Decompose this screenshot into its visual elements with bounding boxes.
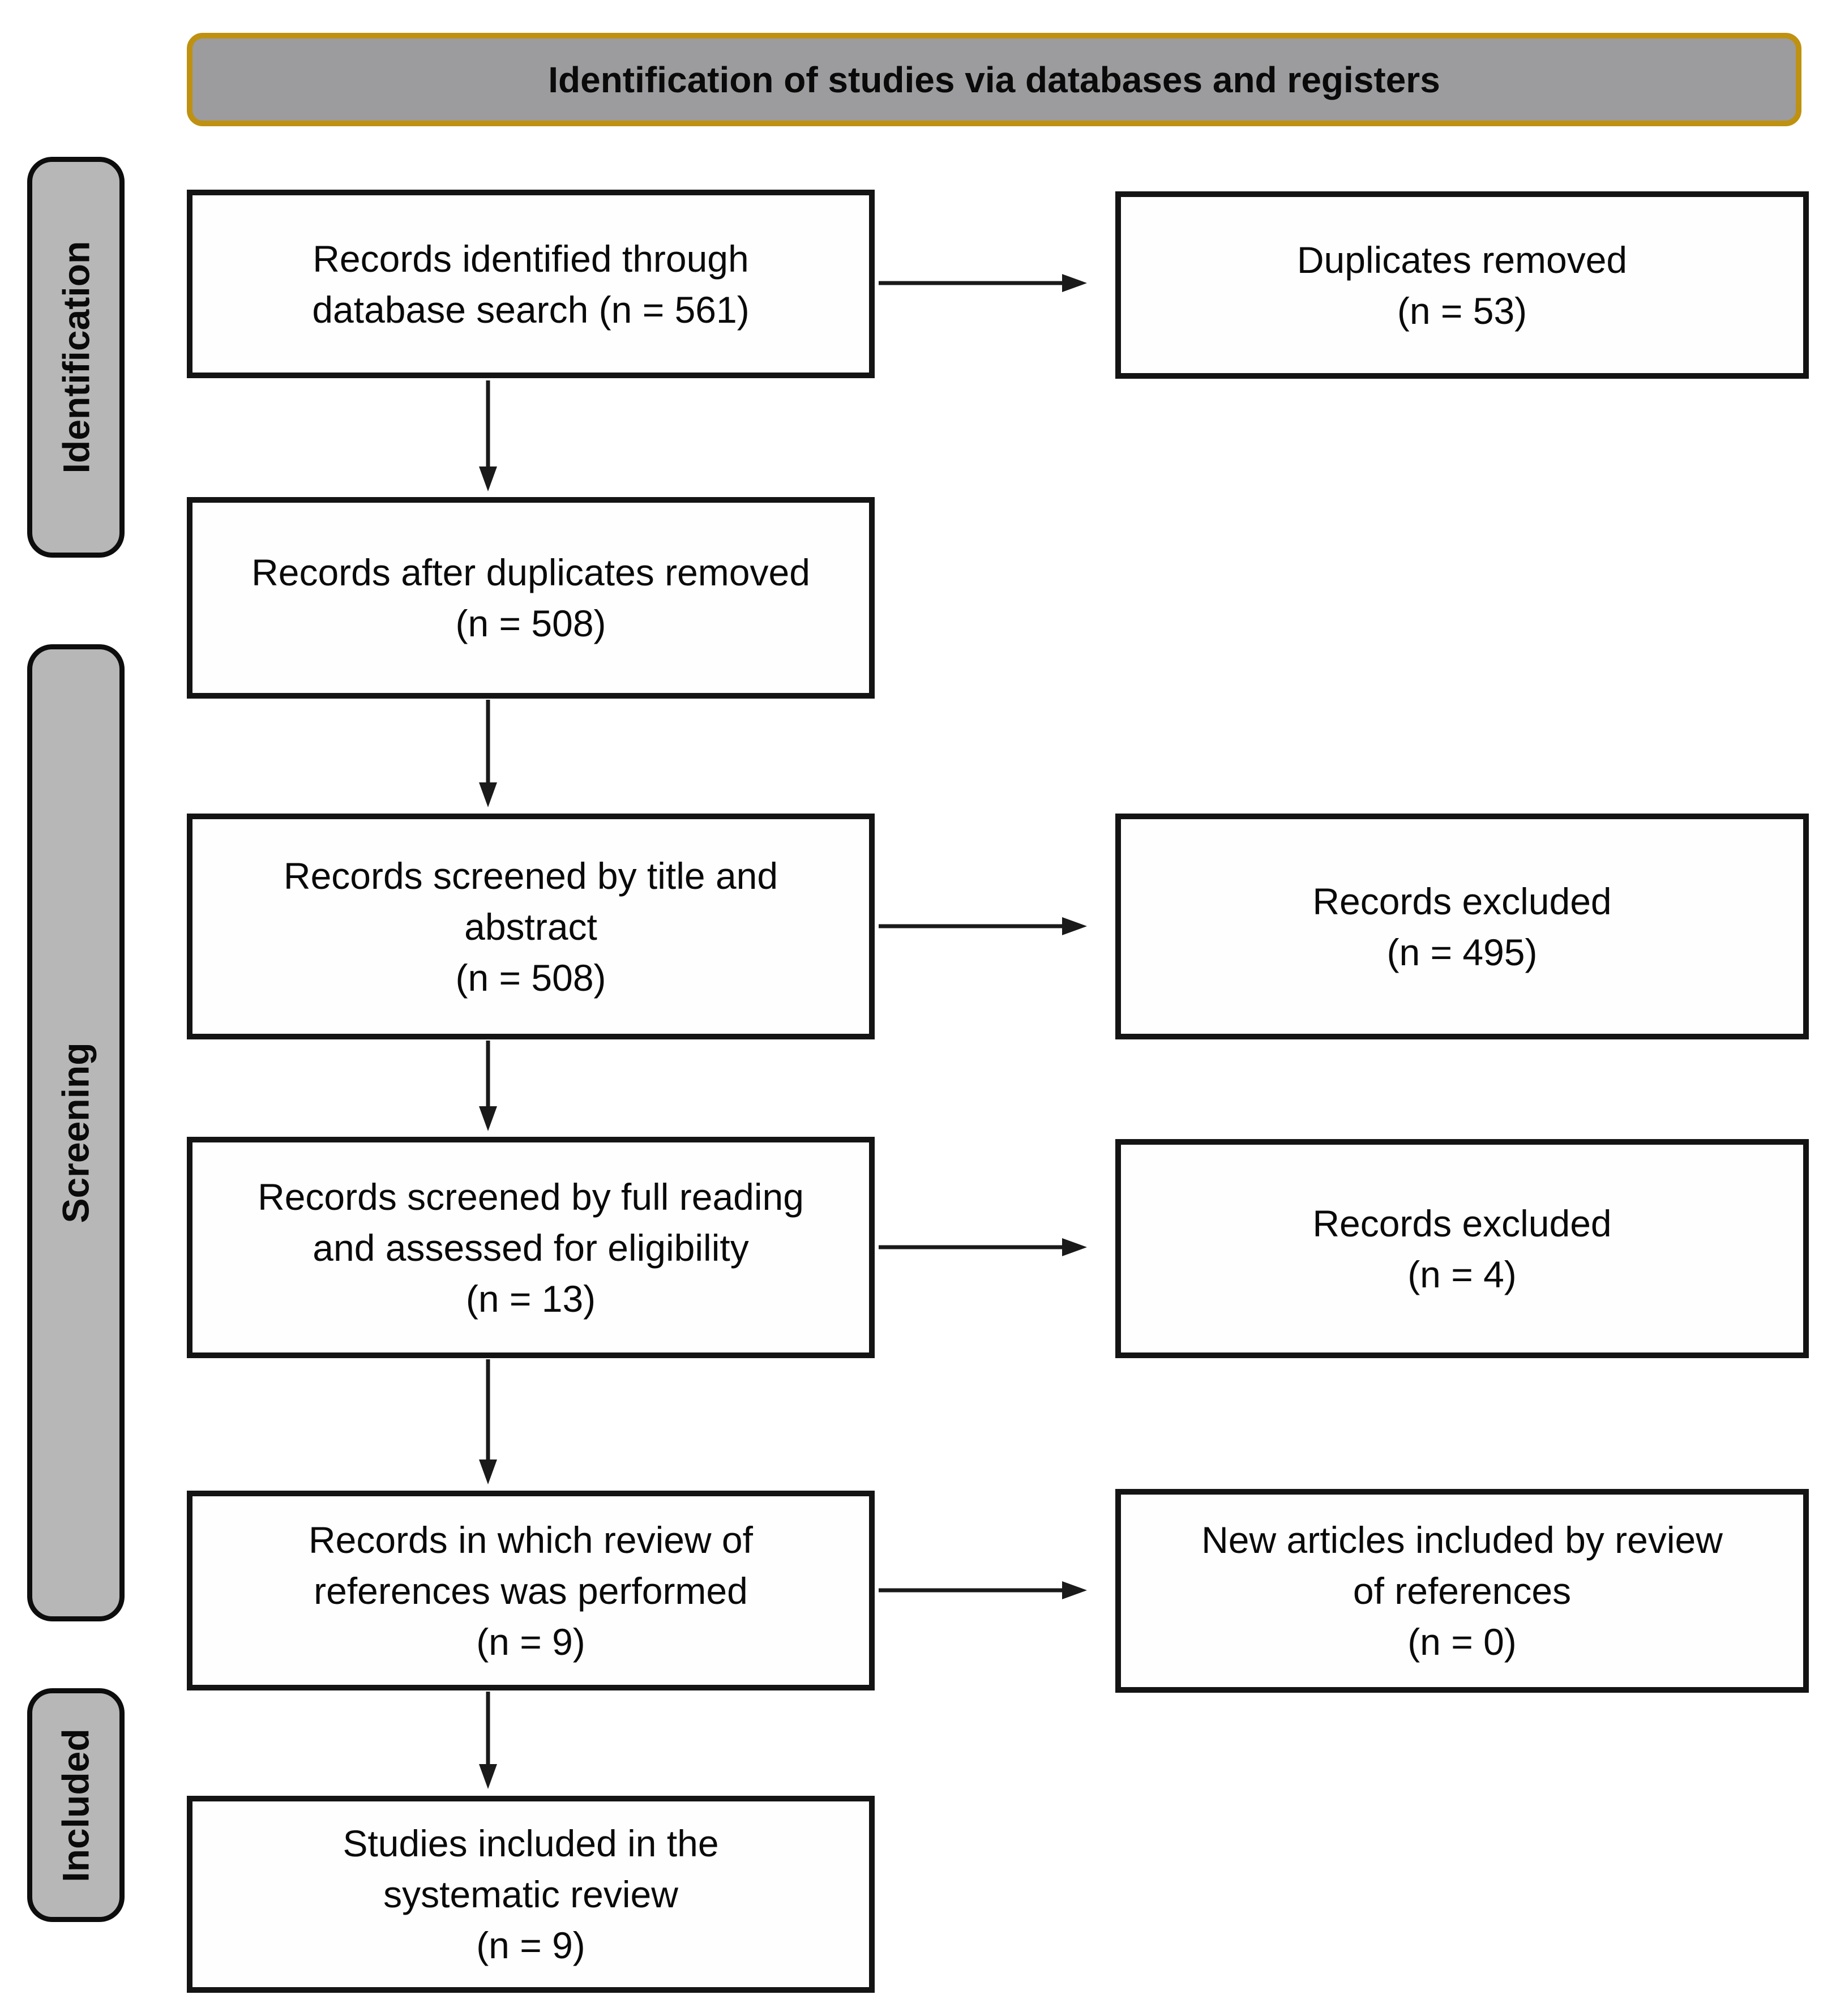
arrow-identified-to-duplicates-removed xyxy=(879,274,1087,292)
stage-label-identification: Identification xyxy=(27,157,125,558)
box-excluded-full-reading-label: Records excluded (n = 4) xyxy=(1312,1202,1612,1295)
box-screened-title-abstract: Records screened by title and abstract (… xyxy=(187,814,875,1039)
box-new-articles-references: New articles included by review of refer… xyxy=(1115,1489,1809,1693)
box-screened-full-reading: Records screened by full reading and ass… xyxy=(187,1137,875,1358)
box-excluded-full-reading: Records excluded (n = 4) xyxy=(1115,1139,1809,1358)
box-excluded-title-abstract-label: Records excluded (n = 495) xyxy=(1312,880,1612,973)
box-new-articles-references-label: New articles included by review of refer… xyxy=(1201,1519,1723,1663)
arrow-after-duplicates-to-screened-title xyxy=(479,700,497,807)
arrow-full-reading-to-references-review xyxy=(479,1359,497,1484)
arrow-screened-title-to-excluded xyxy=(879,917,1087,935)
stage-label-identification-text: Identification xyxy=(55,241,97,474)
box-duplicates-removed-label: Duplicates removed (n = 53) xyxy=(1296,238,1628,332)
box-studies-included-label: Studies included in the systematic revie… xyxy=(343,1822,719,1966)
title-banner: Identification of studies via databases … xyxy=(187,33,1801,126)
arrow-identified-to-after-duplicates xyxy=(479,380,497,491)
title-banner-label: Identification of studies via databases … xyxy=(548,59,1440,100)
box-records-after-duplicates-label: Records after duplicates removed (n = 50… xyxy=(251,551,810,644)
arrow-references-review-to-new-articles xyxy=(879,1581,1087,1599)
box-records-after-duplicates: Records after duplicates removed (n = 50… xyxy=(187,497,875,699)
stage-label-screening-text: Screening xyxy=(55,1042,97,1223)
stage-label-screening: Screening xyxy=(27,644,125,1621)
box-screened-full-reading-label: Records screened by full reading and ass… xyxy=(258,1175,804,1320)
stage-label-included-text: Included xyxy=(55,1728,97,1882)
arrow-full-reading-to-excluded xyxy=(879,1238,1087,1256)
box-references-review: Records in which review of references wa… xyxy=(187,1491,875,1690)
box-records-identified: Records identified through database sear… xyxy=(187,190,875,378)
box-duplicates-removed: Duplicates removed (n = 53) xyxy=(1115,191,1809,379)
arrow-references-review-to-studies-included xyxy=(479,1692,497,1789)
box-excluded-title-abstract: Records excluded (n = 495) xyxy=(1115,814,1809,1039)
box-records-identified-label: Records identified through database sear… xyxy=(312,237,750,331)
arrow-screened-title-to-full-reading xyxy=(479,1041,497,1131)
box-references-review-label: Records in which review of references wa… xyxy=(309,1518,753,1663)
stage-label-included: Included xyxy=(27,1688,125,1922)
box-screened-title-abstract-label: Records screened by title and abstract (… xyxy=(283,854,778,999)
box-studies-included: Studies included in the systematic revie… xyxy=(187,1796,875,1993)
